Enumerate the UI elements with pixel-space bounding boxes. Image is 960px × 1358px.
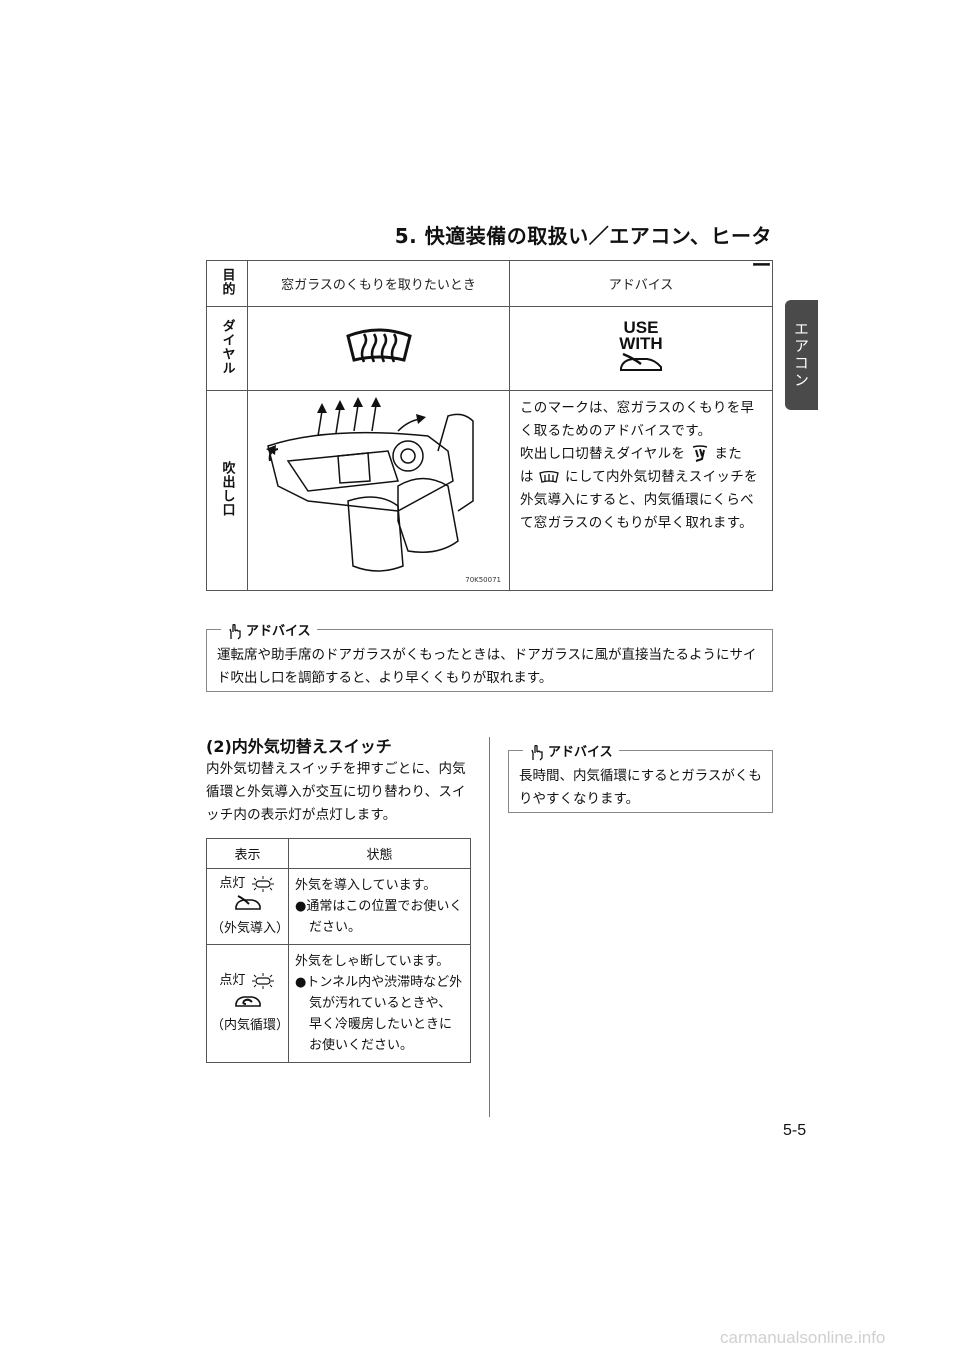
- table-row: 点灯 （内気循環） 外気をしゃ断しています。 ●トンネル内や渋滞時など外気が汚れ…: [206, 944, 471, 1063]
- side-tab-label: エアコン: [792, 321, 810, 389]
- row-label-purpose: 目的: [206, 260, 248, 307]
- column-divider: [489, 737, 490, 1117]
- status-table: 表示 状態 点灯 （外気導入） 外気を導入しています。 ●通常はこの位置でお使い…: [206, 838, 471, 1063]
- outlet-explanation: このマークは、窓ガラスのくもりを早く取るためのアドバイスです。 吹出し口切替えダ…: [509, 390, 773, 591]
- purpose-cell: 窓ガラスのくもりを取りたいとき: [247, 260, 510, 307]
- row-label-dial: ダイヤル: [206, 306, 248, 391]
- defrost-small-icon: [539, 470, 560, 483]
- defroster-icon: [247, 306, 510, 391]
- col-header-display: 表示: [206, 838, 289, 869]
- advice-header-cell: アドバイス: [509, 260, 773, 307]
- recirculation-car-icon: [234, 996, 261, 1007]
- advice-title: アドバイス: [523, 741, 619, 764]
- advice-box-recirculation: アドバイス 長時間、内気循環にするとガラスがくもりやすくなります。: [508, 741, 773, 813]
- advice-text: 長時間、内気循環にするとガラスがくもりやすくなります。: [519, 768, 762, 807]
- side-tab[interactable]: エアコン: [785, 300, 818, 410]
- page-number: 5-5: [783, 1122, 807, 1139]
- row-label-outlet: 吹出し口: [206, 390, 248, 591]
- watermark: carmanualsonline.info: [720, 1328, 886, 1347]
- fresh-air-car-icon: [234, 895, 261, 910]
- hand-pointer-icon: [531, 744, 543, 760]
- dashboard-illustration: 70K50071: [247, 390, 510, 591]
- foot-defrost-icon: [692, 445, 708, 462]
- fresh-air-car-icon: [620, 352, 662, 371]
- advice-text: 運転席や助手席のドアガラスがくもったときは、ドアガラスに風が直接当たるようにサイ…: [217, 647, 757, 686]
- illustration-code: 70K50071: [465, 576, 501, 584]
- indicator-lit-icon: [251, 972, 274, 989]
- section-title: (2)内外気切替えスイッチ: [206, 737, 392, 756]
- section-body: 内外気切替えスイッチを押すごとに、内気循環と外気導入が交互に切り替わり、スイッチ…: [206, 761, 466, 823]
- col-header-state: 状態: [288, 838, 471, 869]
- hand-pointer-icon: [229, 623, 241, 639]
- advice-box-side-vent: アドバイス 運転席や助手席のドアガラスがくもったときは、ドアガラスに風が直接当た…: [206, 620, 773, 692]
- indicator-lit-icon: [251, 875, 274, 892]
- table-row: 点灯 （外気導入） 外気を導入しています。 ●通常はこの位置でお使いください。: [206, 868, 471, 945]
- advice-title: アドバイス: [221, 620, 317, 643]
